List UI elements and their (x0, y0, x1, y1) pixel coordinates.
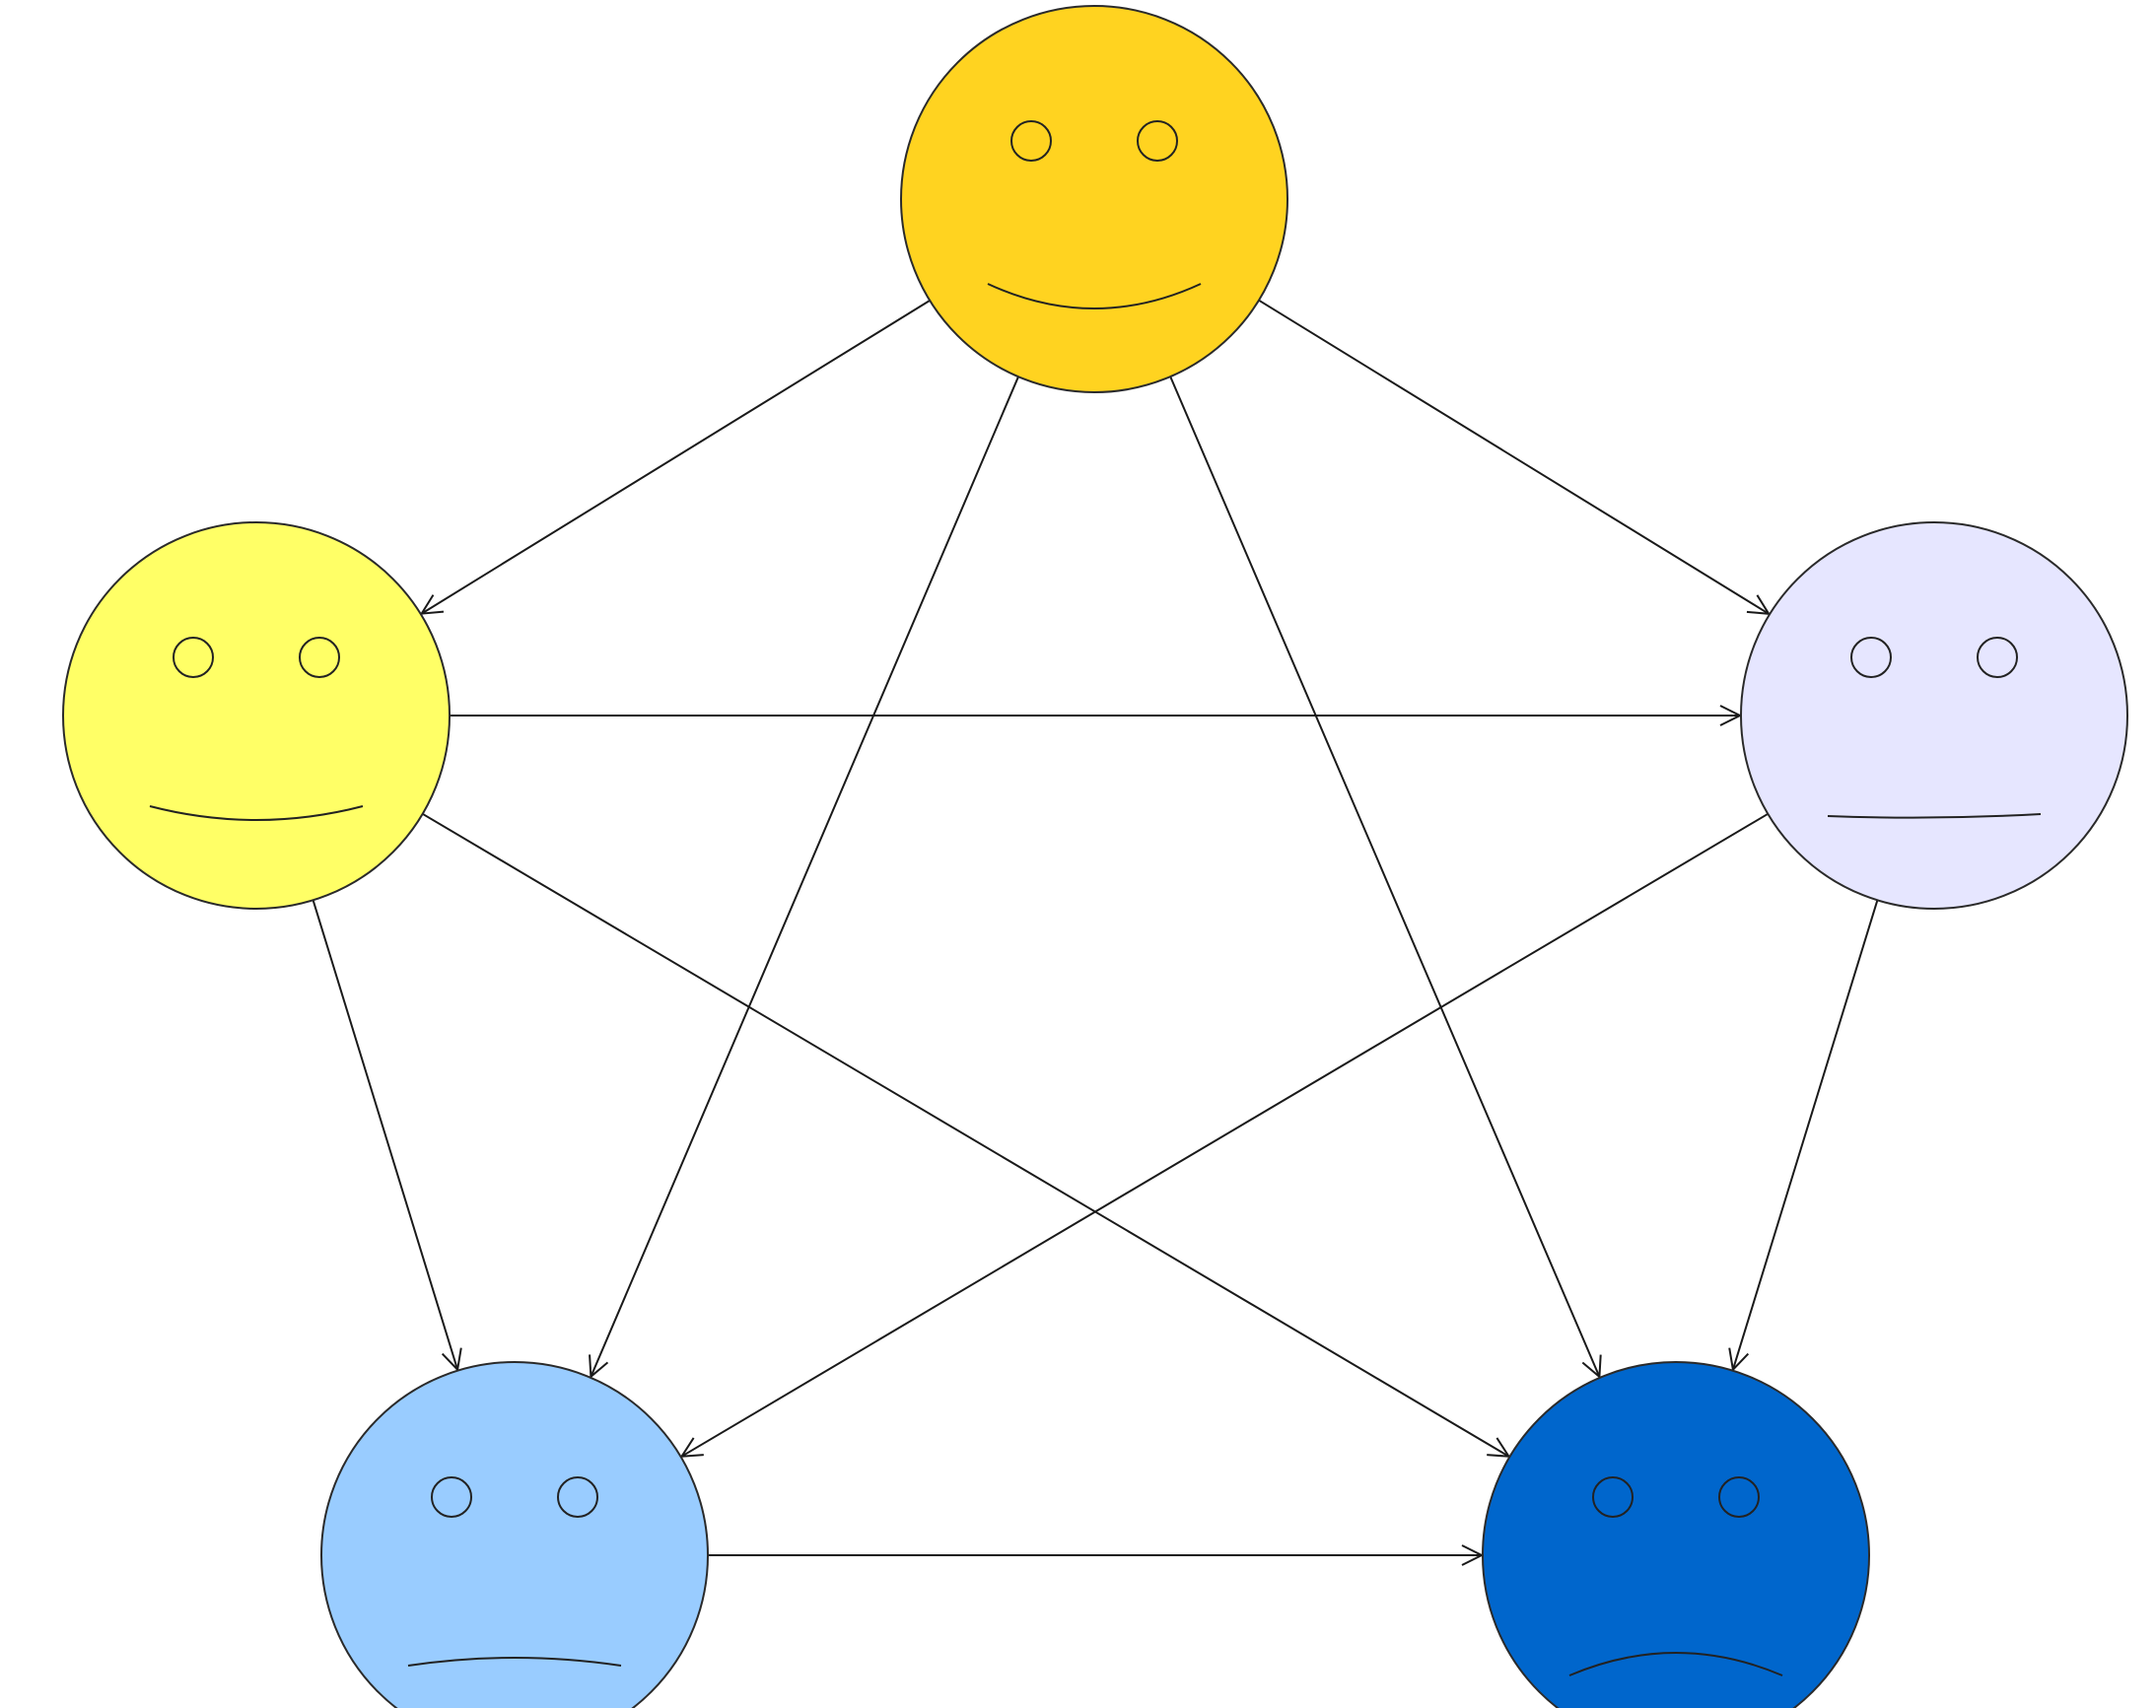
faces-layer (62, 5, 2128, 1708)
neutral-face-icon (1740, 521, 2128, 910)
very-sad-face-circle (1482, 1361, 1870, 1708)
happy-face-icon (62, 521, 451, 910)
arrow-happy-to-sad (312, 900, 458, 1369)
very-sad-face-icon (1482, 1361, 1870, 1708)
neutral-mouth (1827, 813, 2042, 819)
happy-mouth (149, 805, 364, 821)
sad-face-circle (320, 1361, 709, 1708)
happy-face-circle (62, 521, 451, 910)
very-happy-right-eye (1137, 120, 1178, 162)
happy-left-eye (173, 637, 214, 678)
edges-layer (312, 299, 1879, 1555)
sad-face-icon (320, 1361, 709, 1708)
sad-left-eye (431, 1476, 472, 1518)
very-sad-mouth (1568, 1652, 1783, 1676)
very-happy-face-circle (900, 5, 1288, 393)
arrow-very-happy-to-sad (591, 376, 1019, 1377)
arrow-neutral-to-very-sad (1733, 900, 1879, 1369)
arrow-neutral-to-sad (682, 812, 1769, 1457)
sad-mouth (407, 1657, 622, 1667)
neutral-right-eye (1977, 637, 2018, 678)
sad-right-eye (557, 1476, 598, 1518)
very-sad-left-eye (1592, 1476, 1634, 1518)
arrow-very-happy-to-very-sad (1169, 376, 1599, 1377)
arrow-very-happy-to-happy (422, 300, 931, 614)
very-happy-left-eye (1010, 120, 1052, 162)
arrow-happy-to-very-sad (422, 812, 1509, 1457)
neutral-face-circle (1740, 521, 2128, 910)
very-happy-face-icon (900, 5, 1288, 393)
arrow-very-happy-to-neutral (1258, 299, 1769, 614)
happy-right-eye (299, 637, 340, 678)
very-happy-mouth (987, 283, 1202, 309)
neutral-left-eye (1850, 637, 1892, 678)
very-sad-right-eye (1718, 1476, 1760, 1518)
